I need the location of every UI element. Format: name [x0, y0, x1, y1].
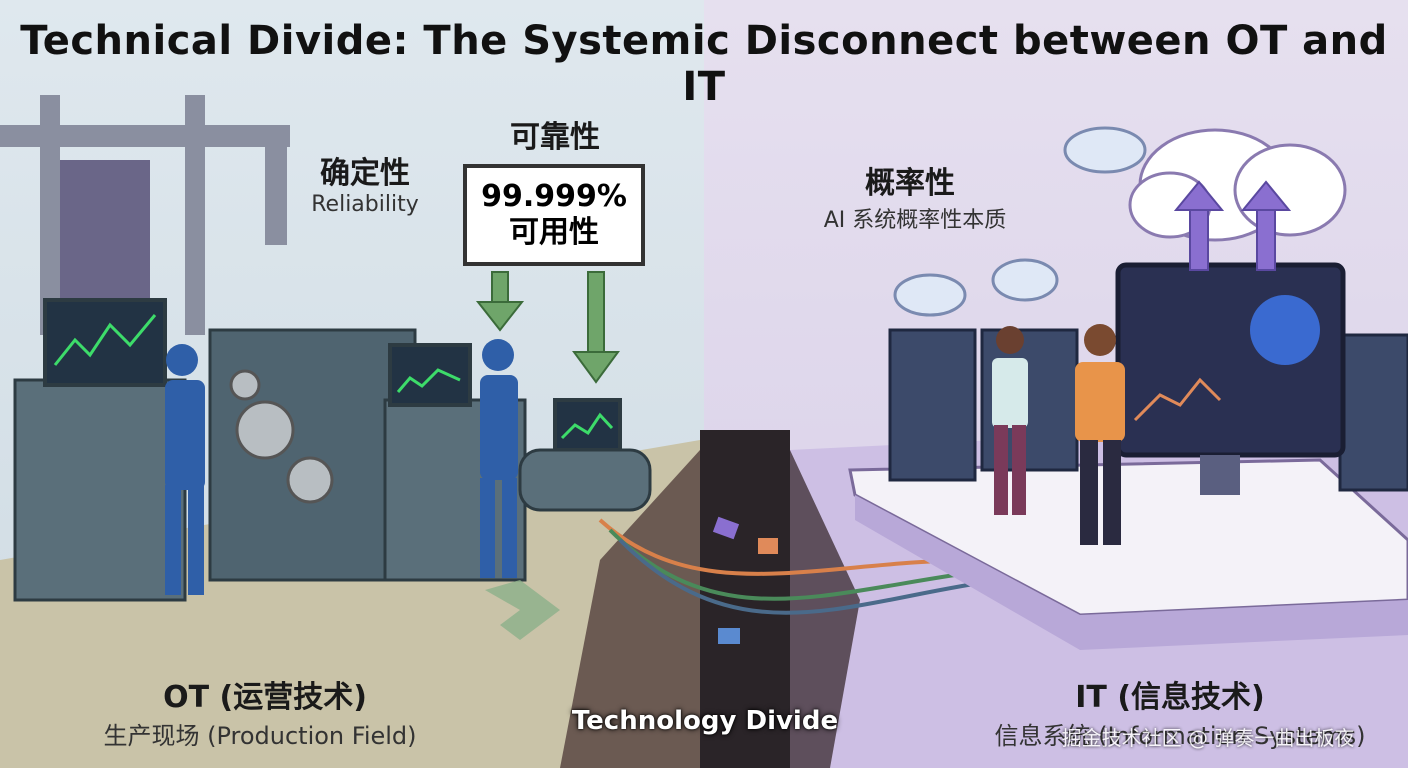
it-section-title: IT (信息技术) — [1075, 680, 1265, 715]
gear-large — [235, 400, 295, 460]
arrow-up-1 — [1173, 180, 1225, 271]
pipe-vertical-1 — [40, 95, 60, 335]
ot-worker-2 — [480, 339, 518, 578]
ot-cylinder — [518, 448, 652, 512]
ot-monitor-1 — [43, 298, 167, 387]
pipe-horizontal — [0, 125, 290, 147]
arrow-down-1 — [475, 271, 525, 332]
it-person-man — [1075, 324, 1125, 545]
arrow-diagonal — [485, 580, 560, 640]
monitor-stand — [1200, 455, 1240, 495]
machine-body — [208, 328, 417, 582]
ot-monitor-3 — [553, 398, 622, 452]
ot-section-sub: 生产现场 (Production Field) — [103, 722, 417, 750]
cable-blue — [618, 538, 1001, 615]
ot-section-title: OT (运营技术) — [163, 680, 367, 715]
watermark: 掘金技术社区 @ 弹奏一曲出板夜 — [1061, 726, 1355, 750]
server-rack-1 — [888, 328, 977, 482]
it-monitor — [1115, 262, 1346, 458]
technology-divide-label: Technology Divide — [571, 706, 839, 736]
ot-monitor-3-graph — [560, 412, 614, 440]
ot-monitor-2 — [388, 343, 472, 407]
availability-sign: 99.999% 可用性 — [463, 164, 645, 266]
it-section-sub: 信息系统 (Information Systems) — [994, 722, 1366, 750]
gear-tiny — [229, 369, 261, 401]
ot-monitor-1-graph — [53, 314, 157, 366]
fragment-3 — [718, 628, 740, 644]
gear-small — [286, 456, 334, 504]
probability-sub: AI 系统概率性本质 — [823, 208, 1007, 233]
globe-icon — [1250, 295, 1320, 365]
pipe-elbow — [265, 125, 287, 245]
fragment-1 — [712, 516, 740, 540]
cable-green — [608, 528, 991, 601]
page-title: Technical Divide: The Systemic Disconnec… — [20, 18, 1388, 110]
pipe-vertical-2 — [185, 95, 205, 335]
probability-label: 概率性 — [865, 166, 955, 201]
control-console-left — [13, 378, 187, 602]
cloud-small-2 — [991, 258, 1059, 302]
cloud-large — [1128, 128, 1347, 242]
determinism-label: 确定性 — [320, 156, 410, 191]
availability-label: 可用性 — [509, 215, 599, 250]
arrow-down-2 — [572, 271, 620, 384]
cable-orange — [598, 518, 981, 576]
ot-cliff-face — [560, 450, 700, 768]
server-rack-3 — [1338, 333, 1408, 492]
cloud-top — [1063, 126, 1147, 174]
availability-value: 99.999% — [481, 179, 627, 214]
it-monitor-chart — [1133, 377, 1222, 422]
it-person-woman — [992, 326, 1028, 515]
ot-worker-1 — [165, 344, 205, 595]
arrow-up-2 — [1240, 180, 1292, 271]
determinism-sub: Reliability — [311, 192, 419, 217]
ot-monitor-2-graph — [396, 368, 461, 393]
fragment-2 — [758, 538, 778, 554]
cloud-small-1 — [893, 273, 967, 317]
reliability-label: 可靠性 — [510, 120, 600, 155]
it-platform-side — [855, 495, 1408, 650]
